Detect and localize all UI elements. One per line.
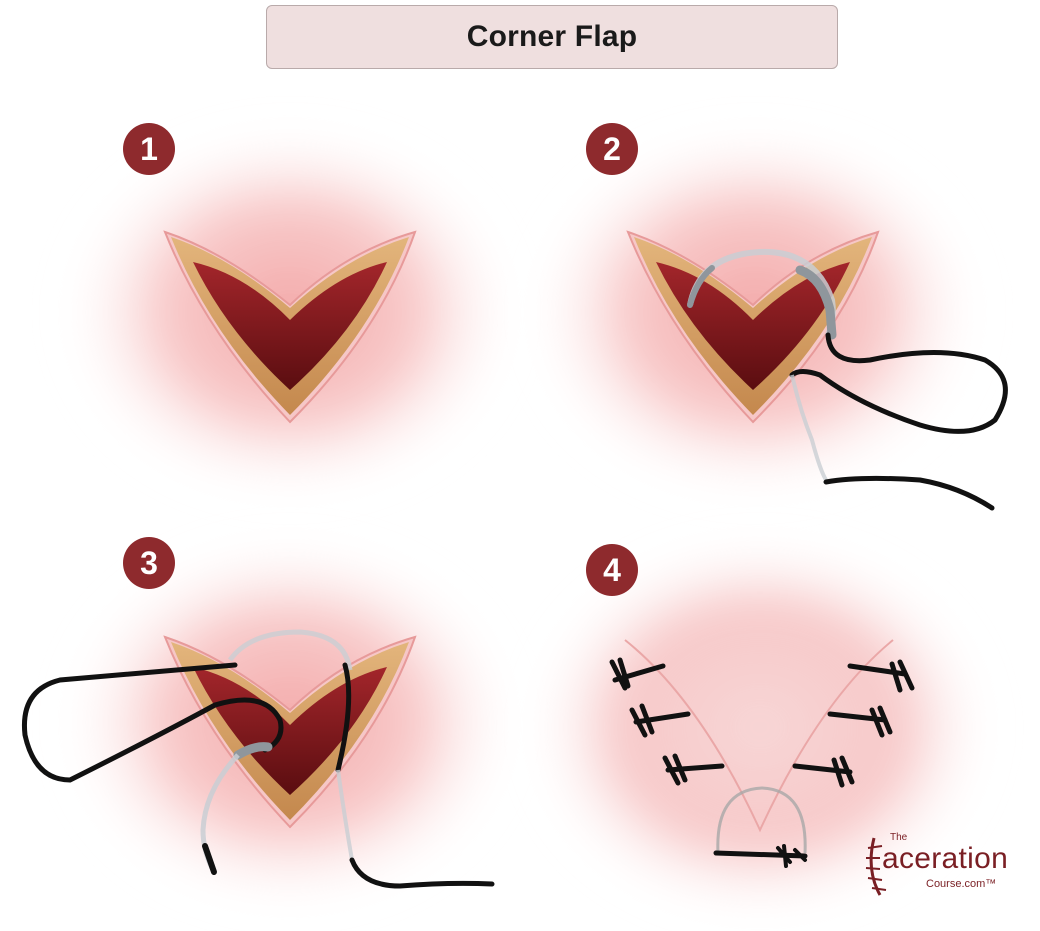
step-badge-1: 1 bbox=[123, 123, 175, 175]
panel-step-3 bbox=[24, 540, 520, 920]
laceration-course-logo: The aceration Course.com™ bbox=[852, 830, 1022, 900]
panel-step-1 bbox=[60, 130, 520, 510]
step-badge-2: 2 bbox=[586, 123, 638, 175]
corner-stitch bbox=[716, 853, 805, 856]
logo-sub: Course.com™ bbox=[926, 878, 996, 890]
step-badge-4: 4 bbox=[586, 544, 638, 596]
step-badge-3: 3 bbox=[123, 537, 175, 589]
logo-main: aceration bbox=[882, 842, 1008, 876]
panel-step-2 bbox=[525, 130, 1005, 510]
